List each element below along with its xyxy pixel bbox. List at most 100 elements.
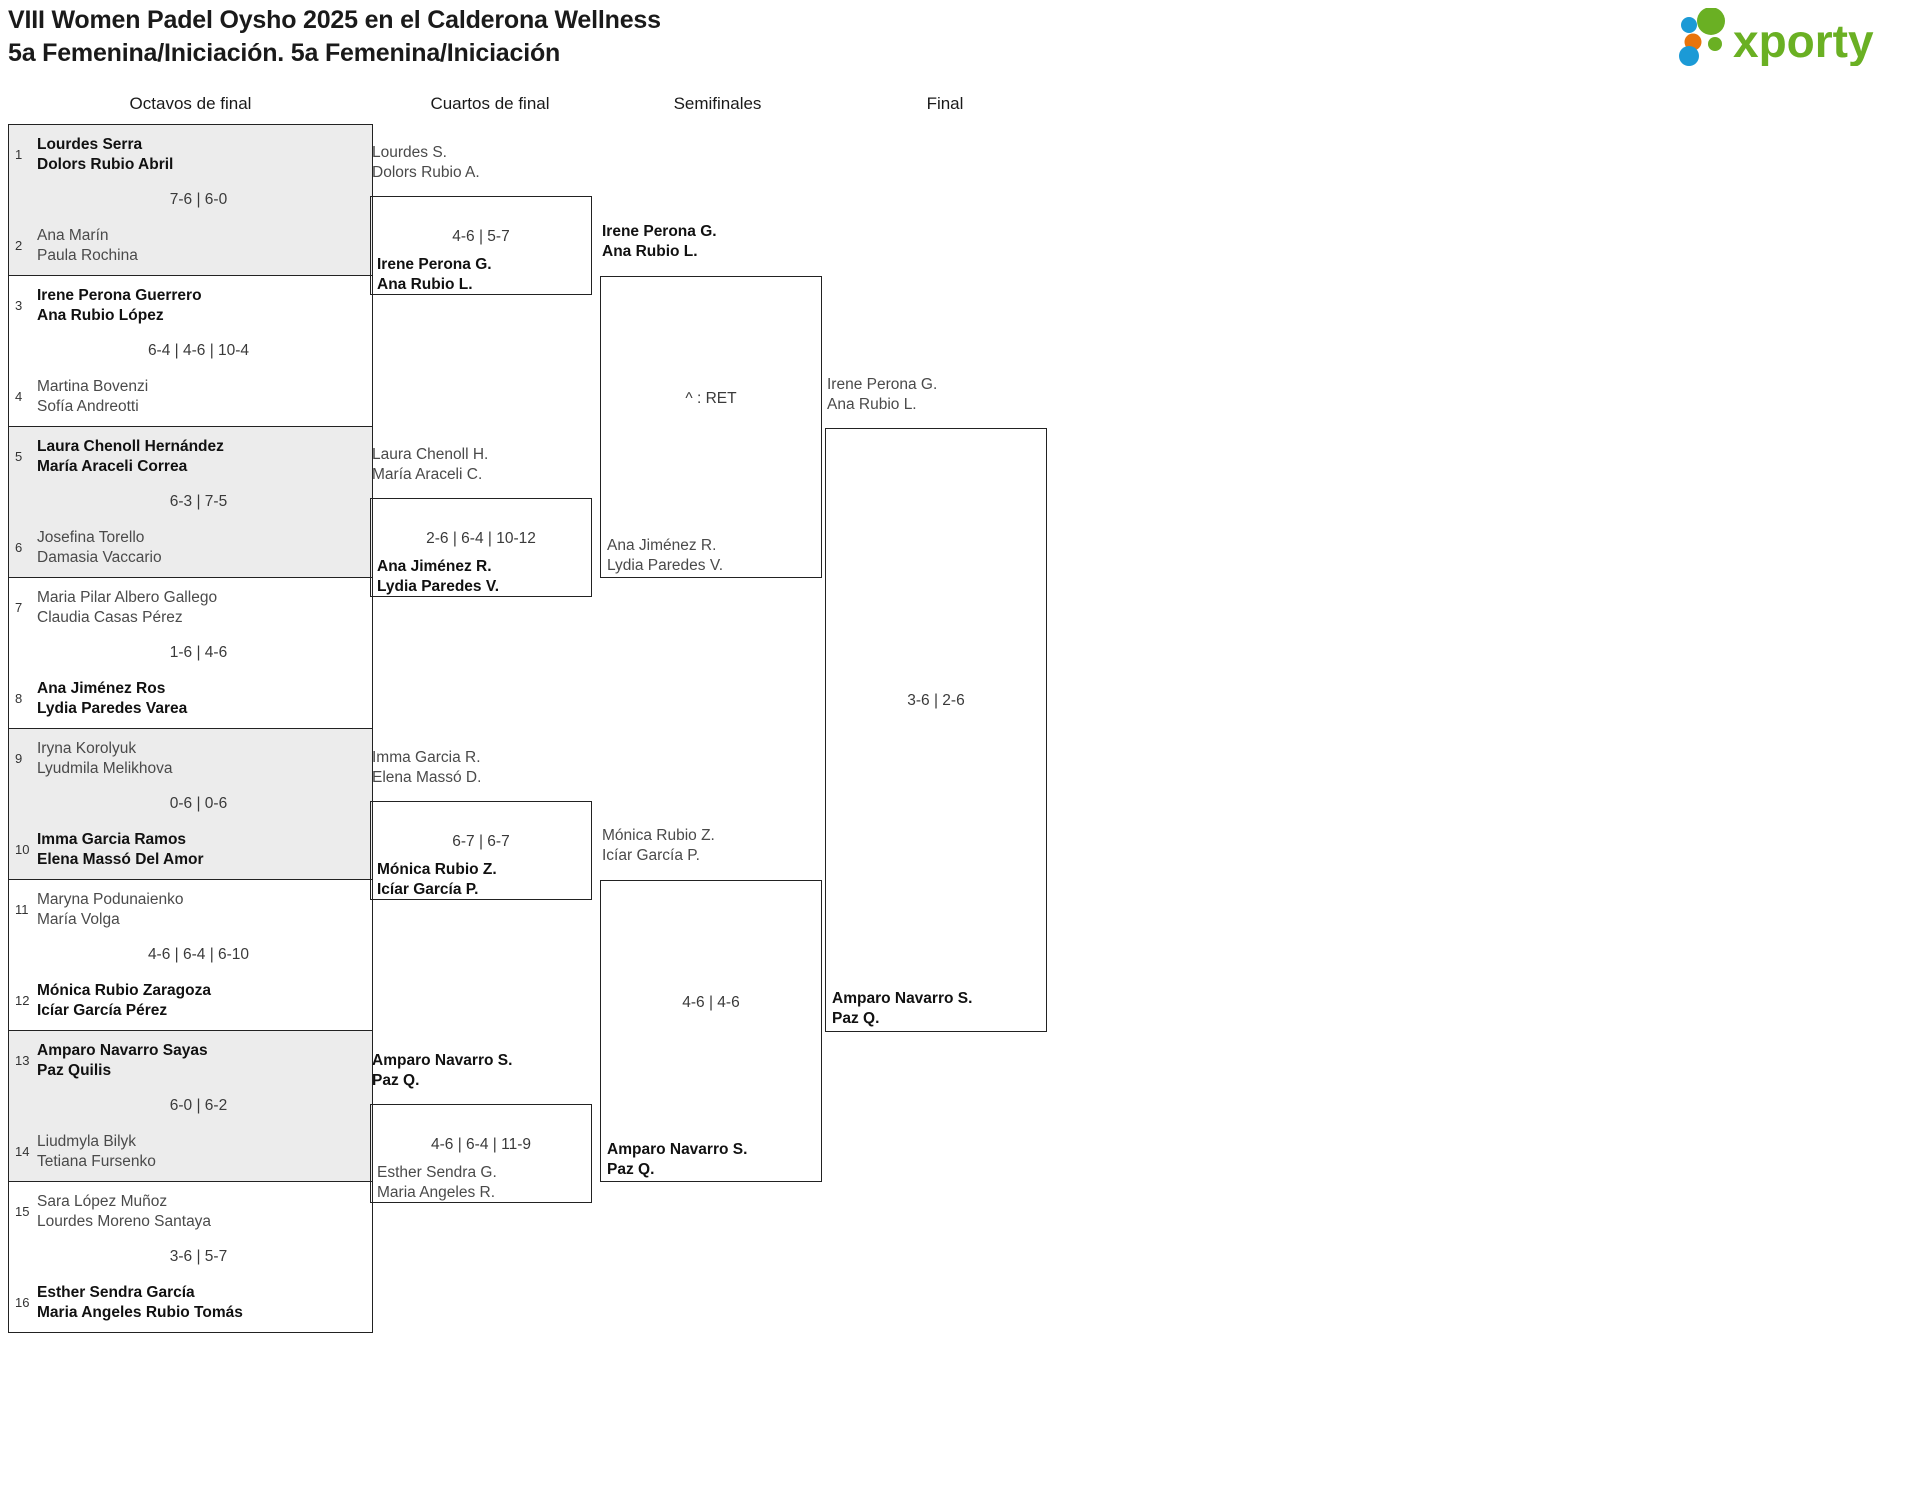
tournament-title-line-2: 5a Femenina/Iniciación. 5a Femenina/Inic… (8, 39, 561, 67)
logo-wordmark: xporty (1733, 15, 1874, 66)
seed-number: 16 (15, 1295, 30, 1310)
player-2: María Araceli Correa (37, 457, 188, 475)
xporty-logo[interactable]: xporty (1667, 8, 1902, 66)
player-2: Maria Angeles Rubio Tomás (37, 1303, 243, 1321)
player-1: Sara López Muñoz (37, 1193, 168, 1210)
player-2: Paz Quilis (37, 1061, 112, 1079)
qf-1-score: 4-6 | 5-7 (452, 228, 510, 245)
qf-4-top-player-2: Paz Q. (372, 1071, 420, 1089)
r16-match-7-score: 6-0 | 6-2 (169, 1097, 228, 1114)
sf-2-winner: Amparo Navarro S. Paz Q. (607, 1140, 747, 1179)
sf-1-loser: Ana Jiménez R. Lydia Paredes V. (607, 536, 723, 575)
final-box[interactable]: 3-6 | 2-6 Amparo Navarro S. Paz Q. (825, 428, 1047, 1032)
player-1: Liudmyla Bilyk (37, 1133, 137, 1150)
qf-1-winner-player-1: Irene Perona G. (377, 256, 492, 273)
player-1: Imma Garcia Ramos (37, 831, 187, 848)
qf-4-top-team: Amparo Navarro S. Paz Q. (372, 1051, 512, 1090)
seed-number: 12 (15, 993, 30, 1008)
player-2: Paula Rochina (37, 246, 138, 264)
qf-3-winner: Mónica Rubio Z. Icíar García P. (377, 860, 497, 899)
player-1: Ana Jiménez Ros (37, 680, 166, 697)
r16-match-3-score: 6-3 | 7-5 (169, 493, 228, 510)
sf-2-top-player-2: Icíar García P. (602, 846, 700, 864)
sf-1-top-player-1: Irene Perona G. (602, 223, 717, 240)
qf-3-top-player-2: Elena Massó D. (372, 768, 482, 786)
qf-1-box[interactable]: 4-6 | 5-7 Irene Perona G. Ana Rubio L. (370, 196, 592, 295)
seed-number: 7 (15, 600, 23, 615)
sf-2-winner-player-2: Paz Q. (607, 1160, 655, 1178)
player-2: Tetiana Fursenko (37, 1152, 156, 1170)
player-2: Lyudmila Melikhova (37, 759, 173, 777)
final-score: 3-6 | 2-6 (907, 692, 965, 709)
seed-number: 1 (15, 147, 23, 162)
sf-1-box[interactable]: ^ : RET Ana Jiménez R. Lydia Paredes V. (600, 276, 822, 578)
final-top-player-2: Ana Rubio L. (827, 395, 917, 413)
round-header-octavos: Octavos de final (129, 94, 252, 113)
player-1: Ana Marín (37, 227, 109, 244)
sf-2-box[interactable]: 4-6 | 4-6 Amparo Navarro S. Paz Q. (600, 880, 822, 1182)
qf-3-box[interactable]: 6-7 | 6-7 Mónica Rubio Z. Icíar García P… (370, 801, 592, 900)
player-2: Sofía Andreotti (37, 397, 139, 415)
player-1: Esther Sendra García (37, 1284, 195, 1301)
qf-2-box[interactable]: 2-6 | 6-4 | 10-12 Ana Jiménez R. Lydia P… (370, 498, 592, 597)
champion-player-1: Amparo Navarro S. (832, 990, 973, 1007)
seed-number: 11 (15, 902, 29, 917)
player-2: Lourdes Moreno Santaya (37, 1212, 212, 1230)
seed-number: 9 (15, 751, 23, 766)
champion: Amparo Navarro S. Paz Q. (832, 989, 972, 1028)
seed-number: 3 (15, 298, 23, 313)
r16-match-4-score: 1-6 | 4-6 (169, 644, 228, 661)
player-2: María Volga (37, 910, 120, 928)
seed-number: 4 (15, 389, 23, 404)
tournament-title-line-1: VIII Women Padel Oysho 2025 en el Calder… (8, 6, 661, 34)
round-header-semis: Semifinales (673, 94, 762, 113)
qf-4-box[interactable]: 4-6 | 6-4 | 11-9 Esther Sendra G. Maria … (370, 1104, 592, 1203)
logo-dots-icon (1679, 8, 1725, 66)
player-1: Iryna Korolyuk (37, 740, 137, 757)
sf-2-score: 4-6 | 4-6 (682, 994, 740, 1011)
r16-match-2-score: 6-4 | 4-6 | 10-4 (147, 342, 250, 359)
qf-4-top-player-1: Amparo Navarro S. (372, 1052, 513, 1069)
player-2: Damasia Vaccario (37, 548, 162, 566)
seed-number: 15 (15, 1204, 30, 1219)
player-1: Josefina Torello (37, 529, 145, 546)
qf-2-top-player-1: Laura Chenoll H. (372, 446, 489, 463)
r16-match-1-score: 7-6 | 6-0 (169, 191, 228, 208)
player-1: Mónica Rubio Zaragoza (37, 982, 211, 999)
seed-number: 5 (15, 449, 23, 464)
qf-4-loser: Esther Sendra G. Maria Angeles R. (377, 1163, 497, 1202)
sf-1-loser-player-2: Lydia Paredes V. (607, 556, 724, 574)
qf-3-top-player-1: Imma Garcia R. (372, 749, 481, 766)
qf-1-top-team: Lourdes S. Dolors Rubio A. (372, 143, 480, 182)
